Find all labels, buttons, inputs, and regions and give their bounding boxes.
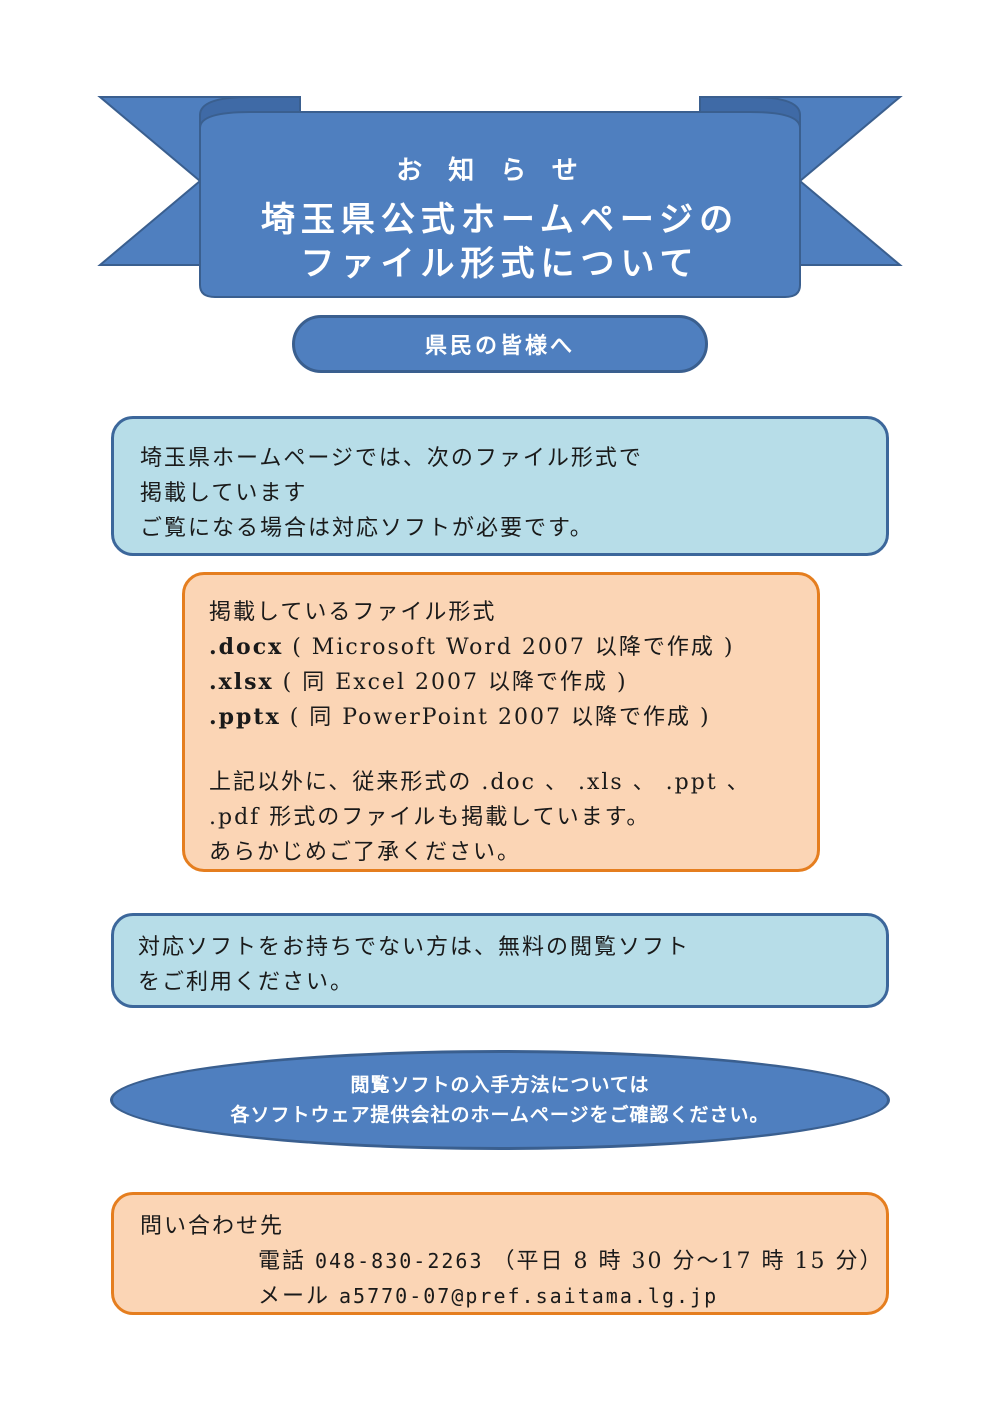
formats-note-line2: .pdf 形式のファイルも掲載しています。 [209, 805, 651, 830]
spacer [209, 735, 793, 765]
banner-kicker: お知らせ [396, 156, 604, 186]
format-pptx-desc: ( 同 PowerPoint 2007 以降で作成 ) [289, 705, 711, 730]
phone-label: 電話 [258, 1249, 307, 1274]
banner-headline-line1: 埼玉県公式ホームページの [260, 200, 740, 240]
format-xlsx: .xlsx ( 同 Excel 2007 以降で作成 ) [209, 665, 793, 700]
contact-title: 問い合わせ先 [140, 1214, 285, 1239]
email-label: メール [258, 1284, 331, 1309]
format-pptx-ext: .pptx [209, 704, 281, 730]
oval-line1: 閲覧ソフトの入手方法については [350, 1074, 650, 1096]
notice-line3: ご覧になる場合は対応ソフトが必要です。 [140, 516, 594, 541]
banner-headline-line2: ファイル形式について [300, 244, 700, 284]
viewer-line1: 対応ソフトをお持ちでない方は、無料の閲覧ソフト [138, 935, 691, 960]
format-xlsx-desc: ( 同 Excel 2007 以降で作成 ) [282, 670, 628, 695]
viewer-box: 対応ソフトをお持ちでない方は、無料の閲覧ソフト をご利用ください。 [111, 913, 889, 1008]
notice-line2: 掲載しています [140, 481, 308, 506]
notice-line1: 埼玉県ホームページでは、次のファイル形式で [140, 446, 643, 471]
audience-pill: 県民の皆様へ [292, 315, 708, 373]
formats-box: 掲載しているファイル形式 .docx ( Microsoft Word 2007… [182, 572, 820, 872]
contact-email-row: メール a5770-07@pref.saitama.lg.jp [140, 1279, 860, 1314]
ribbon-banner [97, 96, 903, 298]
formats-note-line1: 上記以外に、従来形式の .doc 、 .xls 、 .ppt 、 [209, 770, 751, 795]
contact-box: 問い合わせ先 電話 048-830-2263 （平日 8 時 30 分～17 時… [111, 1192, 889, 1315]
oval-line2: 各ソフトウェア提供会社のホームページをご確認ください。 [230, 1104, 770, 1126]
format-docx-ext: .docx [209, 634, 284, 660]
formats-note-line3: あらかじめご了承ください。 [209, 840, 522, 865]
email-link[interactable]: a5770-07@pref.saitama.lg.jp [339, 1284, 719, 1308]
viewer-info-oval: 閲覧ソフトの入手方法については 各ソフトウェア提供会社のホームページをご確認くだ… [110, 1050, 890, 1150]
notice-box: 埼玉県ホームページでは、次のファイル形式で 掲載しています ご覧になる場合は対応… [111, 416, 889, 556]
format-docx-desc: ( Microsoft Word 2007 以降で作成 ) [292, 635, 735, 660]
office-hours: （平日 8 時 30 分～17 時 15 分） [492, 1249, 884, 1274]
viewer-line2: をご利用ください。 [138, 970, 355, 995]
contact-phone-row: 電話 048-830-2263 （平日 8 時 30 分～17 時 15 分） [140, 1244, 881, 1279]
formats-intro: 掲載しているファイル形式 [209, 600, 497, 625]
format-docx: .docx ( Microsoft Word 2007 以降で作成 ) [209, 630, 793, 665]
format-pptx: .pptx ( 同 PowerPoint 2007 以降で作成 ) [209, 700, 793, 735]
format-xlsx-ext: .xlsx [209, 669, 274, 695]
phone-number[interactable]: 048-830-2263 [315, 1249, 484, 1273]
